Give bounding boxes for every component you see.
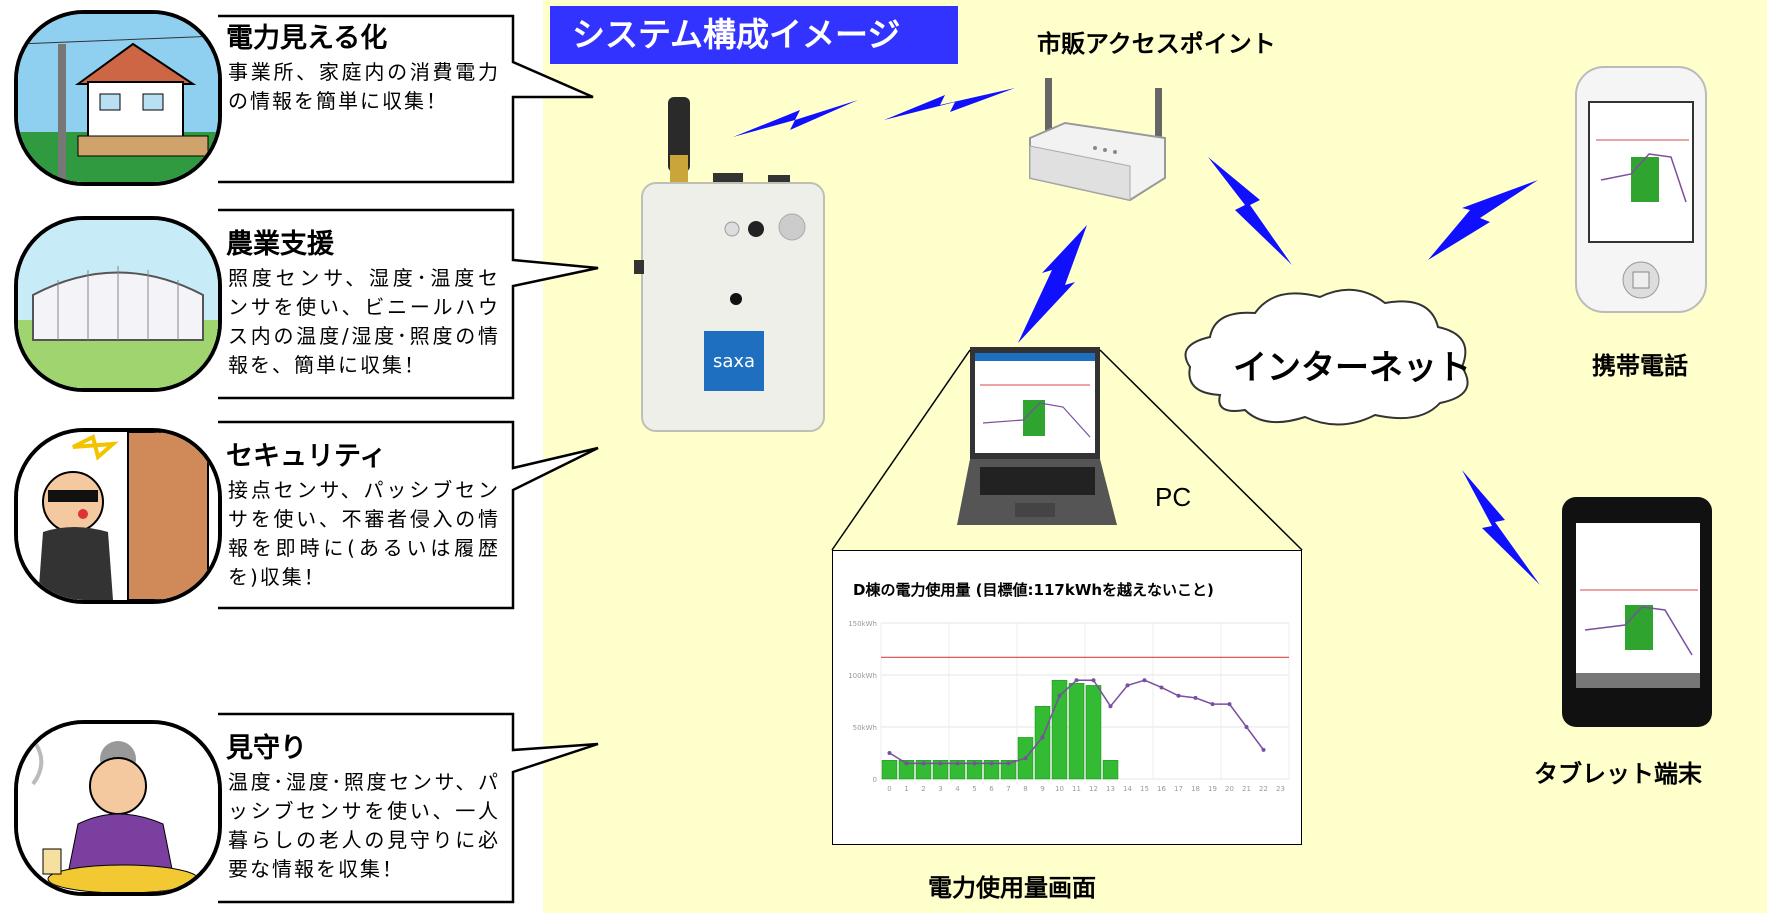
y-tick-label: 50kWh <box>853 724 877 732</box>
chart-point <box>887 751 892 755</box>
chart-bar <box>932 760 949 780</box>
chart-point <box>1125 683 1130 688</box>
x-tick-label: 5 <box>972 785 976 793</box>
chart-point <box>1108 704 1113 709</box>
x-tick-label: 1 <box>904 785 908 793</box>
screen-label: 電力使用量画面 <box>928 874 1096 902</box>
x-tick-label: 0 <box>887 785 891 793</box>
card-title: セキュリティ <box>226 441 387 472</box>
chart-point <box>1023 756 1028 761</box>
chart-point <box>1193 695 1198 700</box>
chart-point <box>1244 725 1249 729</box>
card-description: 接点センサ、パッシブセンサを使い、不審者侵入の情報を即時に(あるいは履歴を)収集… <box>228 478 500 589</box>
x-tick-label: 2 <box>921 785 925 793</box>
card-description: 照度センサ、湿度･温度センサを使い、ビニールハウス内の温度/湿度･照度の情報を、… <box>228 266 500 377</box>
intruder-illustration <box>14 428 222 604</box>
chart-bar <box>898 760 915 780</box>
chart-bar <box>949 760 966 780</box>
tablet-label: タブレット端末 <box>1534 760 1702 788</box>
x-tick-label: 23 <box>1276 785 1285 793</box>
laptop-pc <box>955 345 1120 530</box>
x-tick-label: 15 <box>1140 785 1149 793</box>
access-point-label: 市販アクセスポイント <box>1037 30 1276 58</box>
chart-point <box>1159 685 1164 690</box>
chart-point <box>955 761 960 766</box>
chart-point <box>1091 678 1096 683</box>
chart-point <box>1040 735 1045 740</box>
chart-bar <box>1068 683 1085 780</box>
x-tick-label: 9 <box>1040 785 1044 793</box>
chart-point <box>1074 678 1079 683</box>
x-tick-label: 4 <box>955 785 960 793</box>
card-agriculture-support: 農業支援 照度センサ、湿度･温度センサを使い、ビニールハウス内の温度/湿度･照度… <box>8 208 599 400</box>
chart-point <box>1142 678 1147 683</box>
chart-point <box>921 761 926 766</box>
x-tick-label: 14 <box>1123 785 1132 793</box>
chart-bar <box>983 760 1000 780</box>
x-tick-label: 3 <box>938 785 942 793</box>
chart-bar <box>1034 705 1051 780</box>
access-point-router <box>1025 68 1175 203</box>
chart-point <box>904 761 909 766</box>
chart-point <box>1261 747 1266 752</box>
chart-point <box>1227 702 1232 707</box>
chart-bar <box>915 760 932 780</box>
chart-bar <box>881 760 898 780</box>
chart-bar <box>966 760 983 780</box>
sensor-device: saxa <box>628 95 848 440</box>
chart-point <box>1057 693 1062 698</box>
x-tick-label: 12 <box>1089 785 1098 793</box>
tablet-device <box>1560 495 1715 730</box>
chart-bar <box>1085 685 1102 780</box>
x-tick-label: 22 <box>1259 785 1268 793</box>
x-tick-label: 17 <box>1174 785 1183 793</box>
x-tick-label: 7 <box>1006 785 1010 793</box>
greenhouse-illustration <box>14 216 222 392</box>
elderly-person-illustration <box>14 720 222 896</box>
chart-point <box>989 761 994 766</box>
chart-point <box>1210 702 1215 707</box>
card-description: 事業所、家庭内の消費電力の情報を簡単に収集！ <box>228 60 500 113</box>
x-tick-label: 6 <box>989 785 994 793</box>
y-tick-label: 0 <box>873 776 877 784</box>
page-title: システム構成イメージ <box>550 6 958 64</box>
chart-bar <box>1000 760 1017 780</box>
mobile-label: 携帯電話 <box>1592 352 1688 380</box>
chart-point <box>1176 693 1181 698</box>
card-power-visualization: 電力見える化 事業所、家庭内の消費電力の情報を簡単に収集！ <box>8 2 594 192</box>
card-security: セキュリティ 接点センサ、パッシブセンサを使い、不審者侵入の情報を即時に(あるい… <box>8 420 599 610</box>
x-tick-label: 13 <box>1106 785 1115 793</box>
chart-bar <box>1102 760 1119 780</box>
x-tick-label: 20 <box>1225 785 1234 793</box>
chart-point <box>972 761 977 766</box>
card-description: 温度･湿度･照度センサ、パッシブセンサを使い、一人暮らしの老人の見守りに必要な情… <box>228 770 500 881</box>
x-tick-label: 19 <box>1208 785 1217 793</box>
y-tick-label: 150kWh <box>848 620 877 628</box>
x-tick-label: 16 <box>1157 785 1166 793</box>
card-title: 見守り <box>226 733 307 764</box>
y-tick-label: 100kWh <box>848 672 877 680</box>
chart-point <box>938 761 943 766</box>
x-tick-label: 11 <box>1072 785 1081 793</box>
house-illustration <box>14 10 222 186</box>
x-tick-label: 10 <box>1055 785 1064 793</box>
x-tick-label: 18 <box>1191 785 1200 793</box>
x-tick-label: 21 <box>1242 785 1251 793</box>
pc-label: PC <box>1155 482 1192 512</box>
card-title: 電力見える化 <box>226 23 388 54</box>
device-logo: saxa <box>713 351 755 372</box>
card-elderly-monitoring: 見守り 温度･湿度･照度センサ、パッシブセンサを使い、一人暮らしの老人の見守りに… <box>8 712 599 904</box>
chart-title: D棟の電力使用量 (目標値:117kWhを越えないこと) <box>853 581 1214 599</box>
mobile-phone <box>1571 62 1711 317</box>
card-title: 農業支援 <box>226 229 334 260</box>
internet-label: インターネット <box>1233 348 1471 388</box>
x-tick-label: 8 <box>1023 785 1027 793</box>
chart-point <box>1006 761 1011 766</box>
